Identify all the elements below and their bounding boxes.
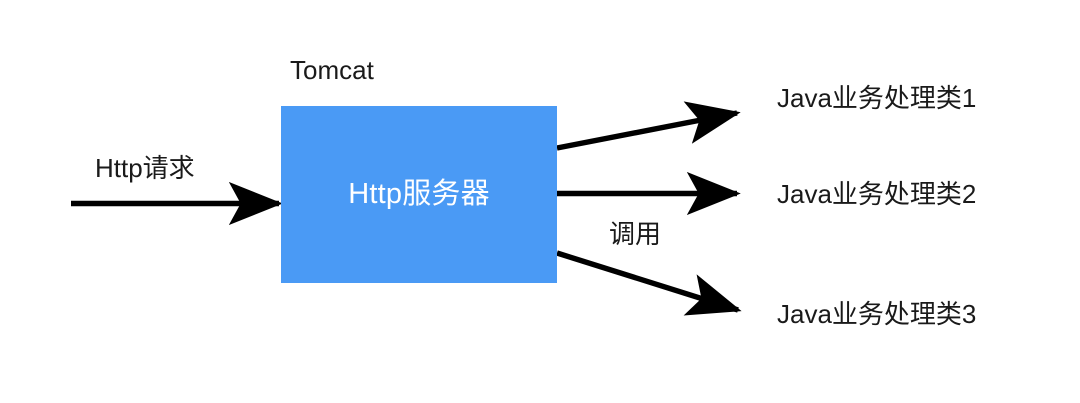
- http-request-label: Http请求: [95, 153, 195, 183]
- dispatch-arrow-3: [556, 250, 742, 316]
- java-handler-label-1: Java业务处理类1: [777, 83, 977, 113]
- java-handler-label-3: Java业务处理类3: [777, 299, 977, 329]
- http-server-box: Http服务器: [281, 106, 557, 283]
- dispatch-arrow-1: [556, 101, 741, 151]
- http-server-label: Http服务器: [348, 178, 490, 210]
- invoke-label: 调用: [609, 219, 662, 249]
- java-handler-label-2: Java业务处理类2: [777, 179, 977, 209]
- tomcat-label: Tomcat: [290, 55, 374, 85]
